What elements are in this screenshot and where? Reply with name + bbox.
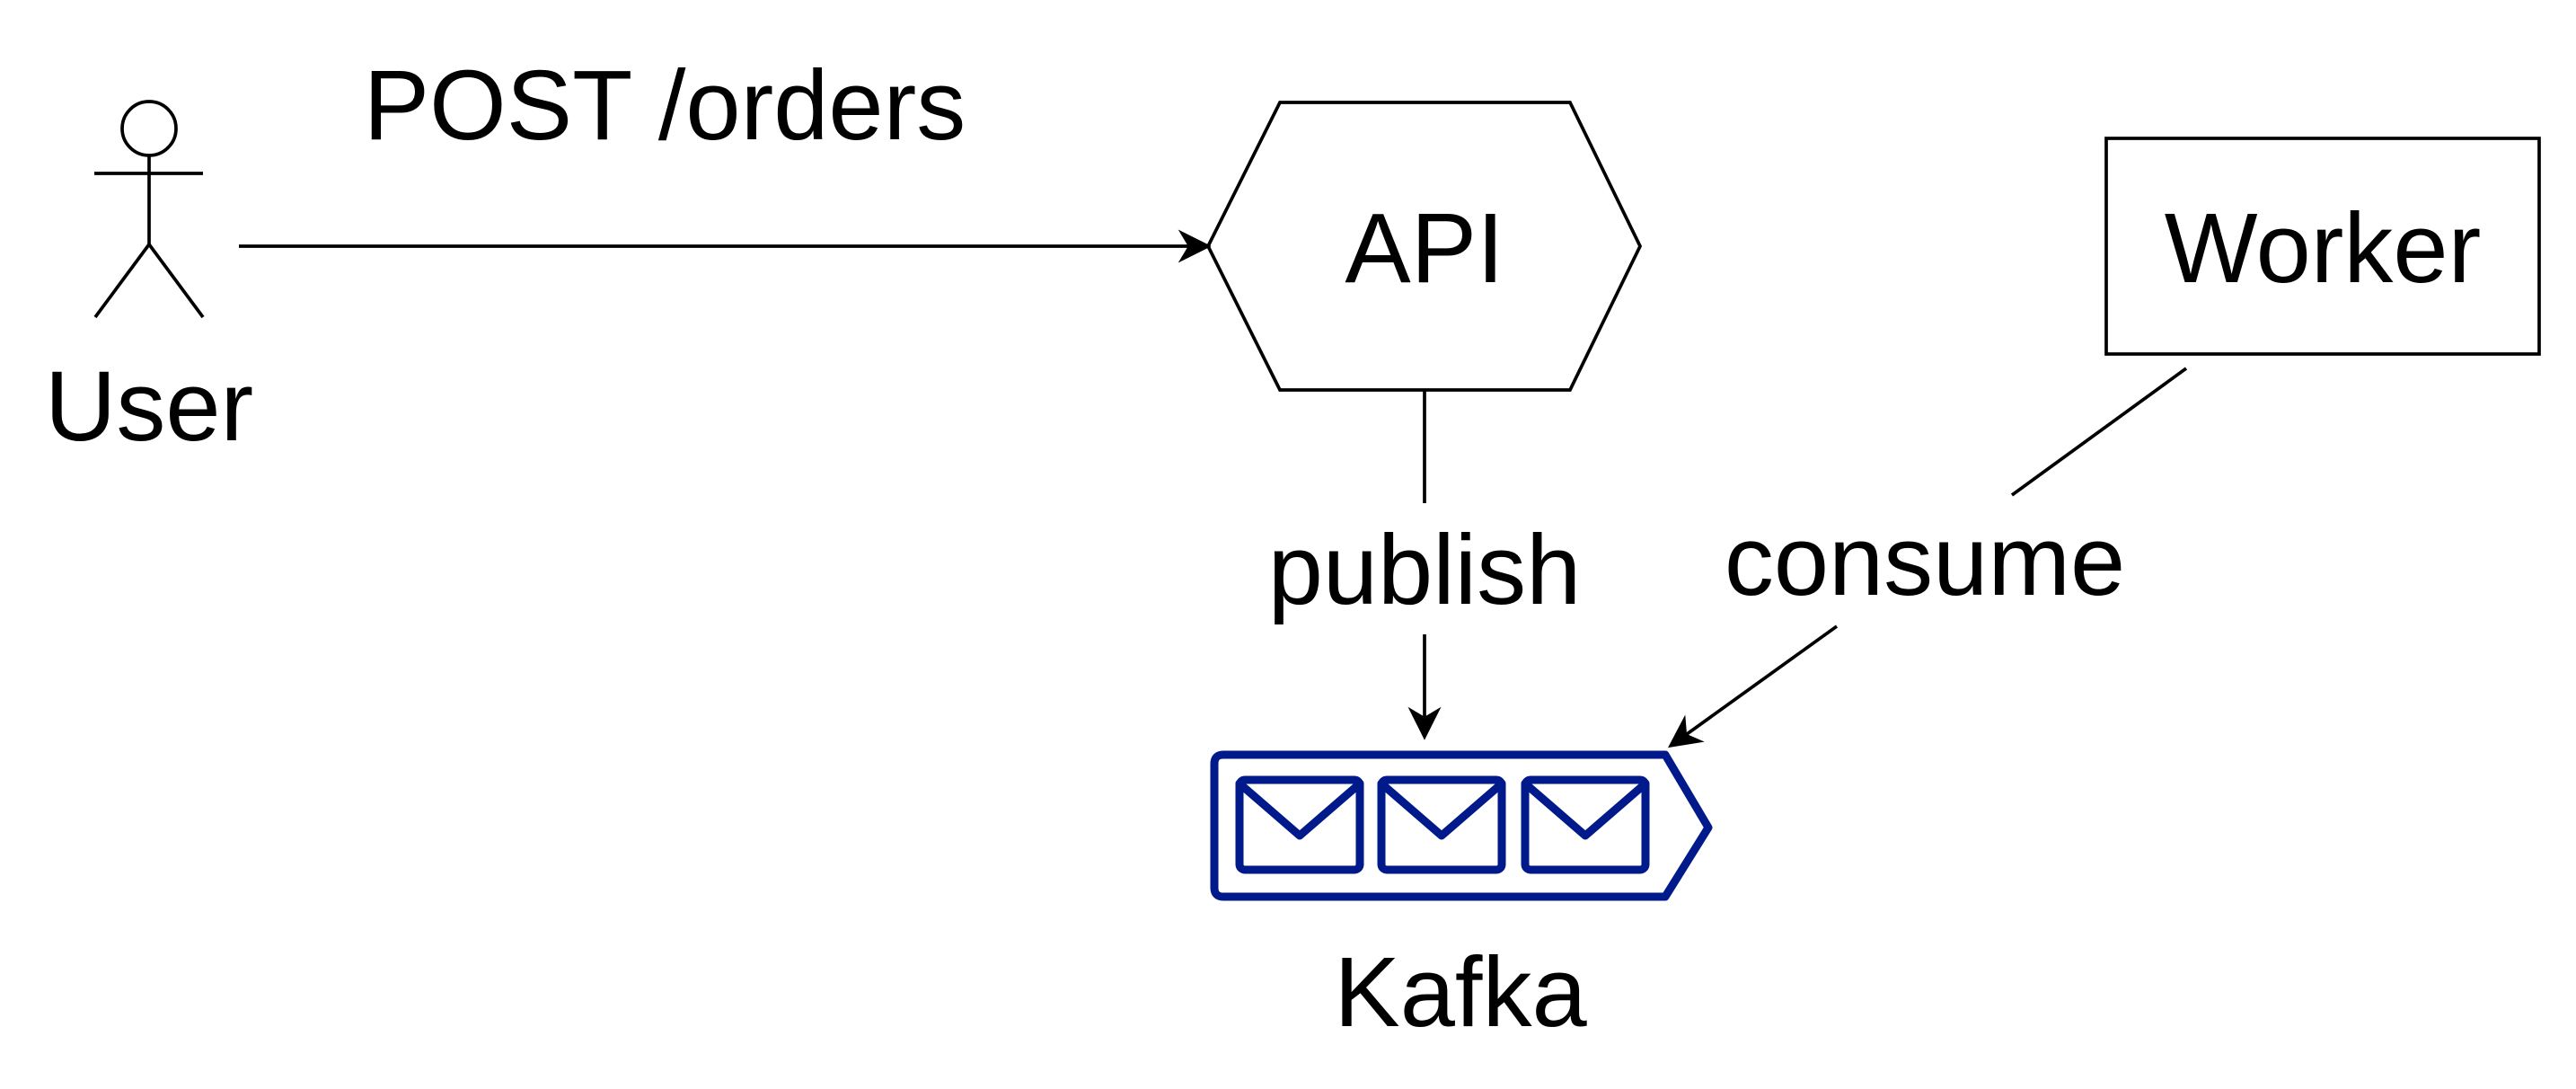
worker-node [2104,137,2541,356]
envelope-icon [1377,775,1506,874]
worker-label: Worker [2165,193,2481,304]
user-label: User [45,351,253,462]
envelope-icon [1235,775,1364,874]
edge-label-post-orders: POST /orders [364,50,966,161]
edge-worker-to-kafka-lower [1667,624,1839,748]
edge-worker-to-kafka-upper [2010,367,2188,497]
api-node [1205,101,1643,392]
user-actor-icon [93,100,205,319]
edge-label-publish: publish [1268,515,1582,625]
envelope-icon [1521,775,1650,874]
edge-label-consume: consume [1725,506,2125,616]
kafka-label: Kafka [1334,937,1587,1048]
kafka-queue-icon [1210,750,1713,901]
api-label: API [1345,193,1504,304]
